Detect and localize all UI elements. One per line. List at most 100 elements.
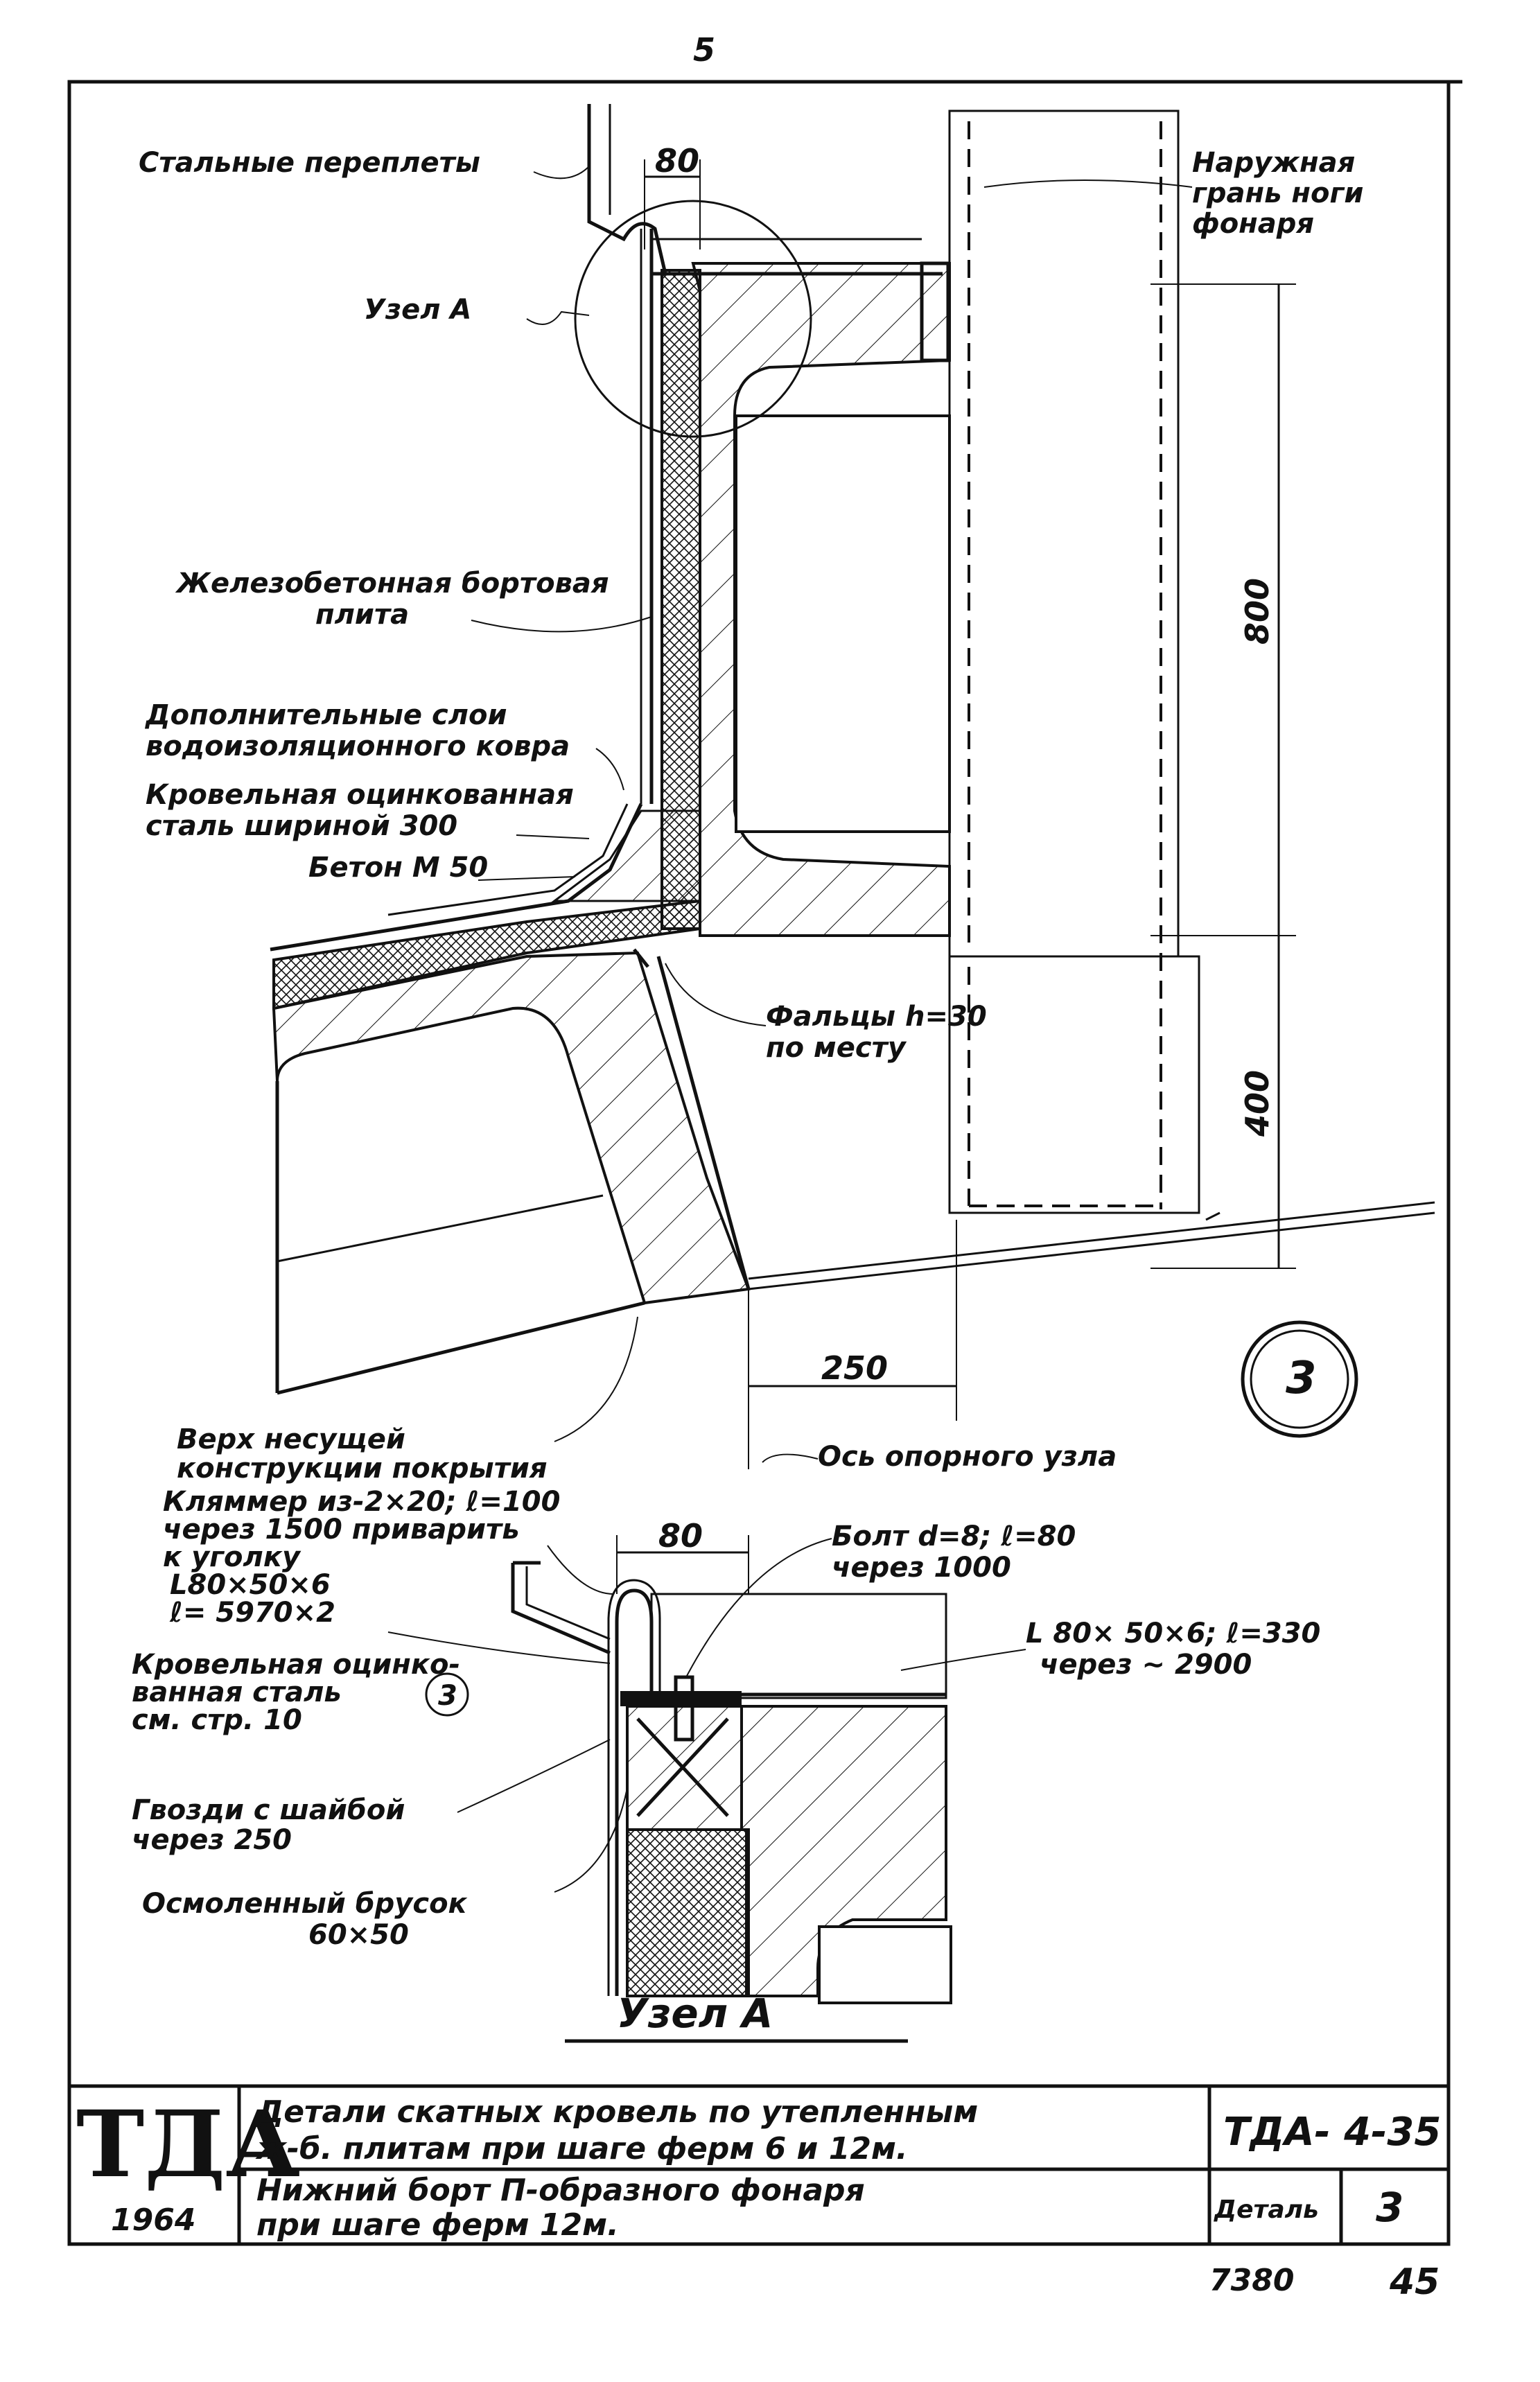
page-number-top: 5: [693, 31, 715, 69]
leader-angle: [900, 1649, 1026, 1671]
label-clamp-3: к уголку: [163, 1541, 301, 1573]
label-steel-frames: Стальные переплеты: [139, 147, 480, 179]
leader-tarred: [554, 1787, 628, 1893]
fold-marker: [633, 948, 649, 968]
girder-line-5: [1205, 1211, 1220, 1221]
dimension-top-80: 80: [644, 142, 701, 249]
lantern-leg-base: [948, 955, 1200, 1214]
leader-concrete: [478, 876, 576, 881]
title-block-title-2: ж-б. плитам при шаге ферм 6 и 12м.: [255, 2131, 908, 2166]
leader-support-top: [554, 1316, 638, 1442]
title-block-subtitle-2: при шаге ферм 12м.: [256, 2207, 619, 2243]
leader-bolt: [685, 1538, 832, 1678]
node-a-bolt: [674, 1675, 694, 1742]
label-node-a-ref: Узел А: [364, 294, 471, 326]
title-block: [69, 2084, 1449, 2244]
dim-250-text: 250: [821, 1349, 888, 1387]
leader-rc-plate: [471, 616, 652, 633]
dimension-400: 400: [1150, 936, 1296, 1269]
title-block-code: ТДА- 4-35: [1223, 2110, 1441, 2155]
leader-fold: [665, 963, 767, 1026]
label-clamp-2: через 1500 приварить: [163, 1514, 520, 1545]
label-support-top-2: конструкции покрытия: [177, 1453, 548, 1485]
title-block-subtitle-1: Нижний борт П-образного фонаря: [256, 2173, 865, 2208]
title-block-year: 1964: [111, 2203, 195, 2238]
girder-line-3: [748, 1211, 1435, 1290]
galvanized-strip: [387, 803, 629, 916]
dim-400-text: 400: [1239, 1070, 1276, 1137]
title-block-title-1: Детали скатных кровель по утепленным: [255, 2094, 978, 2130]
label-outer-face-1: Наружная: [1192, 147, 1355, 179]
label-rc-plate-2: плита: [315, 599, 409, 631]
detail-number: 3: [1286, 1353, 1317, 1404]
label-rc-plate-1: Железобетонная бортовая: [175, 568, 609, 599]
top-angle: [920, 261, 950, 362]
label-galv-a-ref: 3: [438, 1680, 457, 1712]
node-a-top-layer: [650, 1593, 947, 1699]
node-a-title: Узел А: [617, 1990, 773, 2037]
leader-galv-steel: [516, 834, 590, 839]
label-concrete: Бетон М 50: [308, 852, 488, 884]
node-a-flashing: [615, 1588, 654, 1996]
steel-frame-profile: [587, 104, 667, 274]
node-a-ref-circle: [425, 1672, 469, 1717]
leader-axis: [762, 1453, 819, 1463]
roof-slab-hatched: [272, 951, 751, 1305]
leader-clamp: [547, 1545, 614, 1595]
dimension-800: 800: [1150, 283, 1296, 936]
main-section: 80 800 400 250 3: [270, 104, 1435, 1469]
title-block-detail-label: Деталь: [1214, 2196, 1319, 2224]
footer-sheet-code: 7380: [1209, 2263, 1294, 2298]
node-a-dim-80-text: 80: [658, 1517, 703, 1555]
label-outer-face-2: грань ноги: [1192, 177, 1363, 209]
node-a-flashing-2: [607, 1579, 661, 1996]
label-fold-1: Фальцы h=30: [766, 1001, 987, 1033]
label-galv-a-2: ванная сталь: [132, 1676, 342, 1708]
node-a-insulation: [626, 1828, 748, 1997]
title-block-logo: ТДА: [76, 2091, 300, 2198]
board-plate-void: [735, 414, 951, 833]
dim-80-text: 80: [655, 142, 699, 179]
leader-node-a: [526, 310, 590, 325]
roof-slab-rib: [656, 956, 751, 1290]
node-a-steel-frame-2: [525, 1566, 611, 1640]
label-galv-steel-2: сталь шириной 300: [146, 810, 457, 842]
title-block-detail-number: 3: [1376, 2184, 1403, 2231]
concrete-wedge: [551, 809, 701, 902]
label-extra-layers-2: водоизоляционного ковра: [146, 730, 570, 762]
detail-number-circle-inner: [1250, 1329, 1349, 1429]
leader-galv-a: [387, 1631, 611, 1664]
label-galv-a-1: Кровельная оцинко-: [132, 1649, 460, 1681]
label-clamp-5: ℓ= 5970×2: [169, 1597, 335, 1629]
label-galv-steel-1: Кровельная оцинкованная: [146, 779, 574, 811]
label-tarred-1: Осмоленный брусок: [142, 1888, 468, 1920]
node-a-timber-cross-2: [636, 1717, 729, 1817]
detail-number-circle: [1241, 1320, 1358, 1438]
leader-outer-face: [983, 179, 1193, 188]
node-a-void: [818, 1925, 952, 2004]
label-fold-2: по месту: [766, 1032, 907, 1064]
node-a-circle: [574, 200, 812, 438]
label-support-top-1: Верх несущей: [177, 1424, 405, 1455]
label-angle-2: через ~ 2900: [1040, 1649, 1252, 1681]
dim-800-text: 800: [1239, 578, 1276, 645]
leader-steel-frames: [533, 166, 590, 179]
lantern-leg: [948, 110, 1180, 958]
label-axis: Ось опорного узла: [818, 1441, 1117, 1473]
label-bolt-1: Болт d=8; ℓ=80: [832, 1521, 1076, 1552]
label-tarred-2: 60×50: [308, 1919, 409, 1951]
leader-extra-layers: [595, 748, 624, 791]
label-clamp-1: Кляммер из-2×20; ℓ=100: [163, 1486, 560, 1518]
label-bolt-2: через 1000: [832, 1552, 1011, 1584]
dimension-250: 250: [748, 1220, 957, 1469]
girder-line-4: [748, 1201, 1435, 1280]
leader-nails: [457, 1739, 611, 1813]
sheet-frame: [67, 80, 1451, 2246]
label-galv-a-3: см. стр. 10: [132, 1704, 302, 1736]
node-a-steel-frame: [511, 1563, 611, 1655]
node-a-detail: 80: [387, 1517, 1026, 2004]
footer-page: 45: [1389, 2261, 1440, 2303]
node-a-angle: [620, 1691, 742, 1706]
girder-line-1: [277, 1194, 604, 1263]
